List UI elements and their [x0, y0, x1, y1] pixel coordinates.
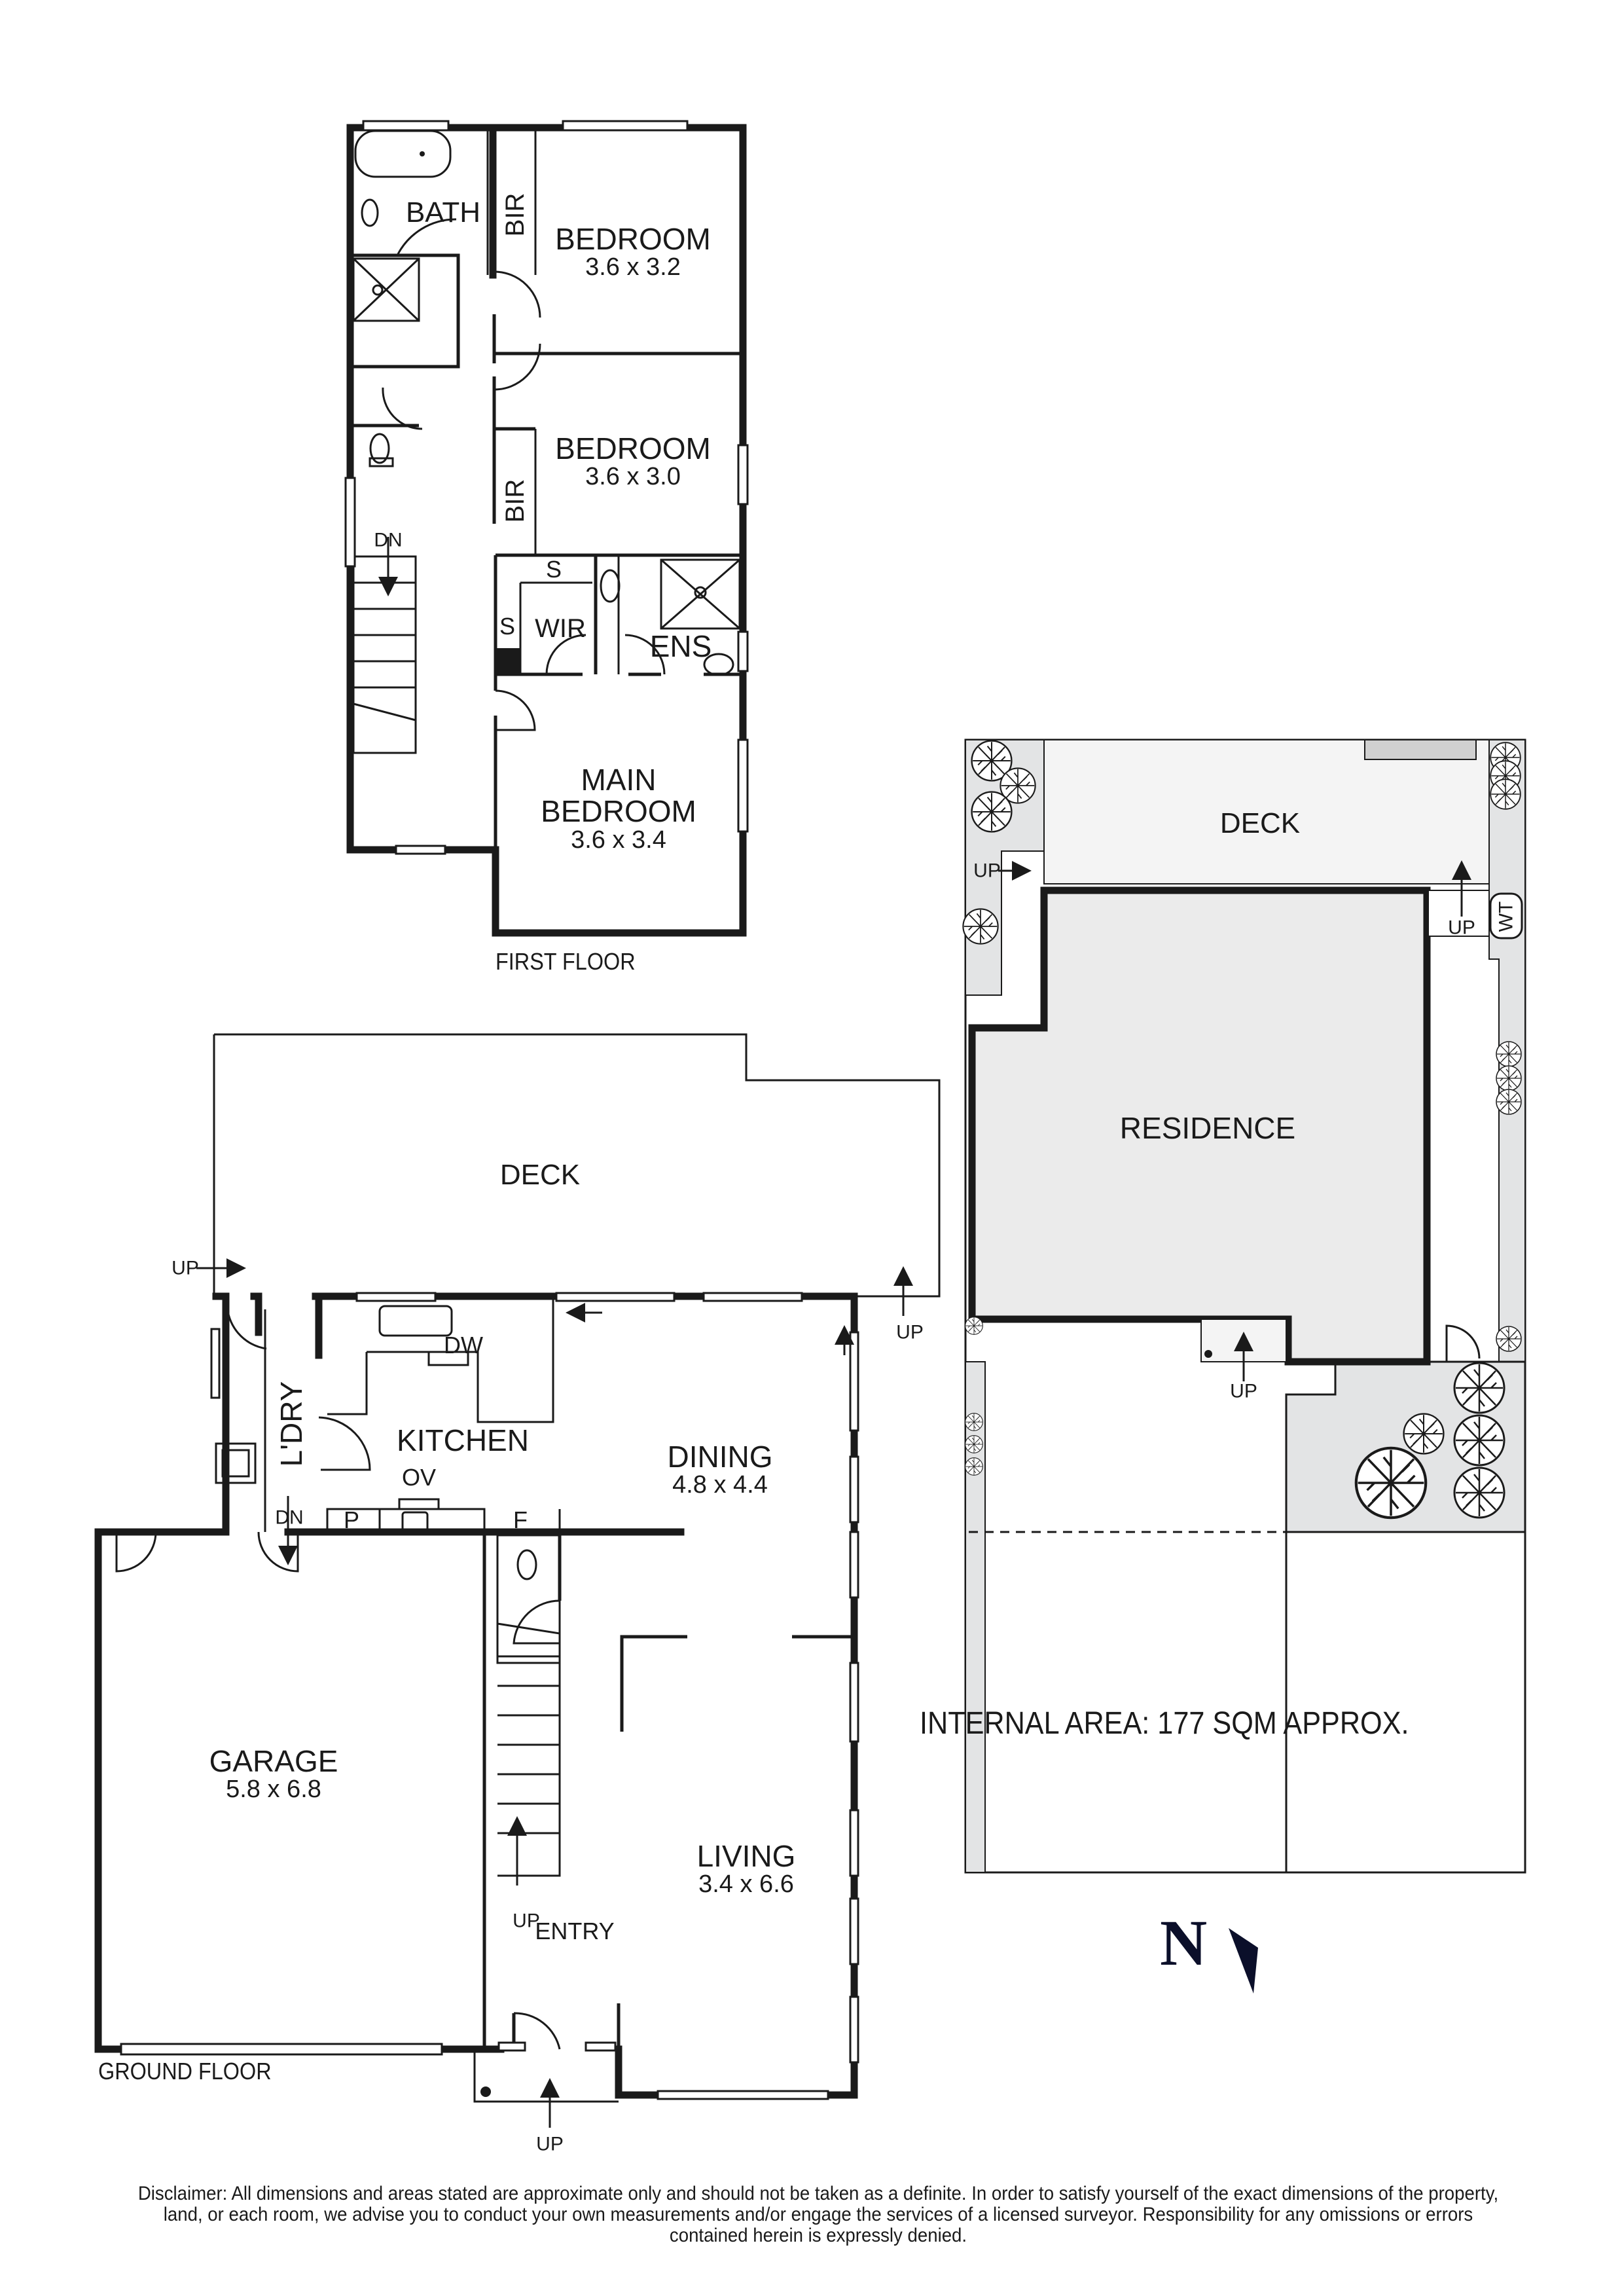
stair-up-label: UP [896, 1321, 924, 1343]
dishwasher-label: DW [444, 1332, 483, 1359]
room-bedroom-2: BEDROOM 3.6 x 3.0 [555, 433, 711, 490]
shelf-label: S [499, 613, 516, 640]
internal-area-text: INTERNAL AREA: 177 SQM APPROX. [920, 1706, 1409, 1741]
room-kitchen-label: KITCHEN [397, 1423, 529, 1457]
room-dimensions: 4.8 x 4.4 [672, 1471, 768, 1499]
stair-up-label: UP [1448, 917, 1475, 939]
room-dimensions: 3.6 x 3.2 [585, 253, 681, 282]
stair-down-label: DN [275, 1506, 304, 1529]
stair-down-label: DN [374, 529, 403, 551]
room-dimensions: 3.6 x 3.0 [585, 463, 681, 491]
fridge-label: F [513, 1506, 528, 1534]
ground-floor-title: GROUND FLOOR [98, 2058, 272, 2085]
water-tank-label: WT [1495, 901, 1517, 932]
stair-up-label: UP [536, 2133, 564, 2155]
disclaimer-text: Disclaimer: All dimensions and areas sta… [137, 2183, 1499, 2246]
room-bedroom-1: BEDROOM 3.6 x 3.2 [555, 223, 711, 281]
room-bir-label: BIR [501, 192, 530, 237]
north-arrow-icon [1229, 1928, 1258, 1994]
stair-up-label: UP [171, 1257, 199, 1279]
room-bir-2-label: BIR [501, 479, 530, 523]
room-garage: GARAGE 5.8 x 6.8 [209, 1745, 338, 1803]
first-floor-title: FIRST FLOOR [496, 948, 636, 975]
shelf-label: S [545, 556, 562, 583]
first-floor-plan [344, 120, 749, 937]
site-residence-label: RESIDENCE [1119, 1110, 1296, 1145]
stair-up-label: UP [973, 860, 1001, 882]
site-plan [962, 738, 1526, 1874]
site-deck-label: DECK [1219, 807, 1301, 839]
oven-label: OV [401, 1464, 437, 1491]
room-name: GARAGE [209, 1743, 338, 1778]
room-entry-label: ENTRY [535, 1918, 615, 1945]
stair-up-label: UP [513, 1910, 540, 1932]
room-main-bedroom: MAIN BEDROOM 3.6 x 3.4 [511, 764, 727, 853]
room-dimensions: 5.8 x 6.8 [226, 1776, 321, 1804]
room-name: BEDROOM [555, 431, 711, 465]
room-laundry-label: L'DRY [274, 1381, 308, 1467]
room-wir-label: WIR [535, 614, 586, 643]
pantry-label: P [343, 1506, 360, 1534]
room-dimensions: 3.6 x 3.4 [571, 826, 666, 854]
room-living: LIVING 3.4 x 6.6 [697, 1840, 796, 1898]
room-name: MAIN BEDROOM [541, 762, 696, 829]
room-name: DINING [667, 1439, 773, 1474]
room-ens-label: ENS [649, 629, 712, 663]
room-dimensions: 3.4 x 6.6 [698, 1870, 794, 1899]
room-dining: DINING 4.8 x 4.4 [668, 1441, 773, 1499]
north-label: N [1160, 1906, 1208, 1979]
stair-up-label: UP [1230, 1380, 1257, 1402]
ground-floor-plan [94, 1033, 941, 2128]
room-bath-label: BATH [405, 196, 481, 228]
room-deck-label: DECK [499, 1158, 581, 1191]
room-name: BEDROOM [555, 221, 711, 256]
room-name: LIVING [696, 1838, 796, 1873]
